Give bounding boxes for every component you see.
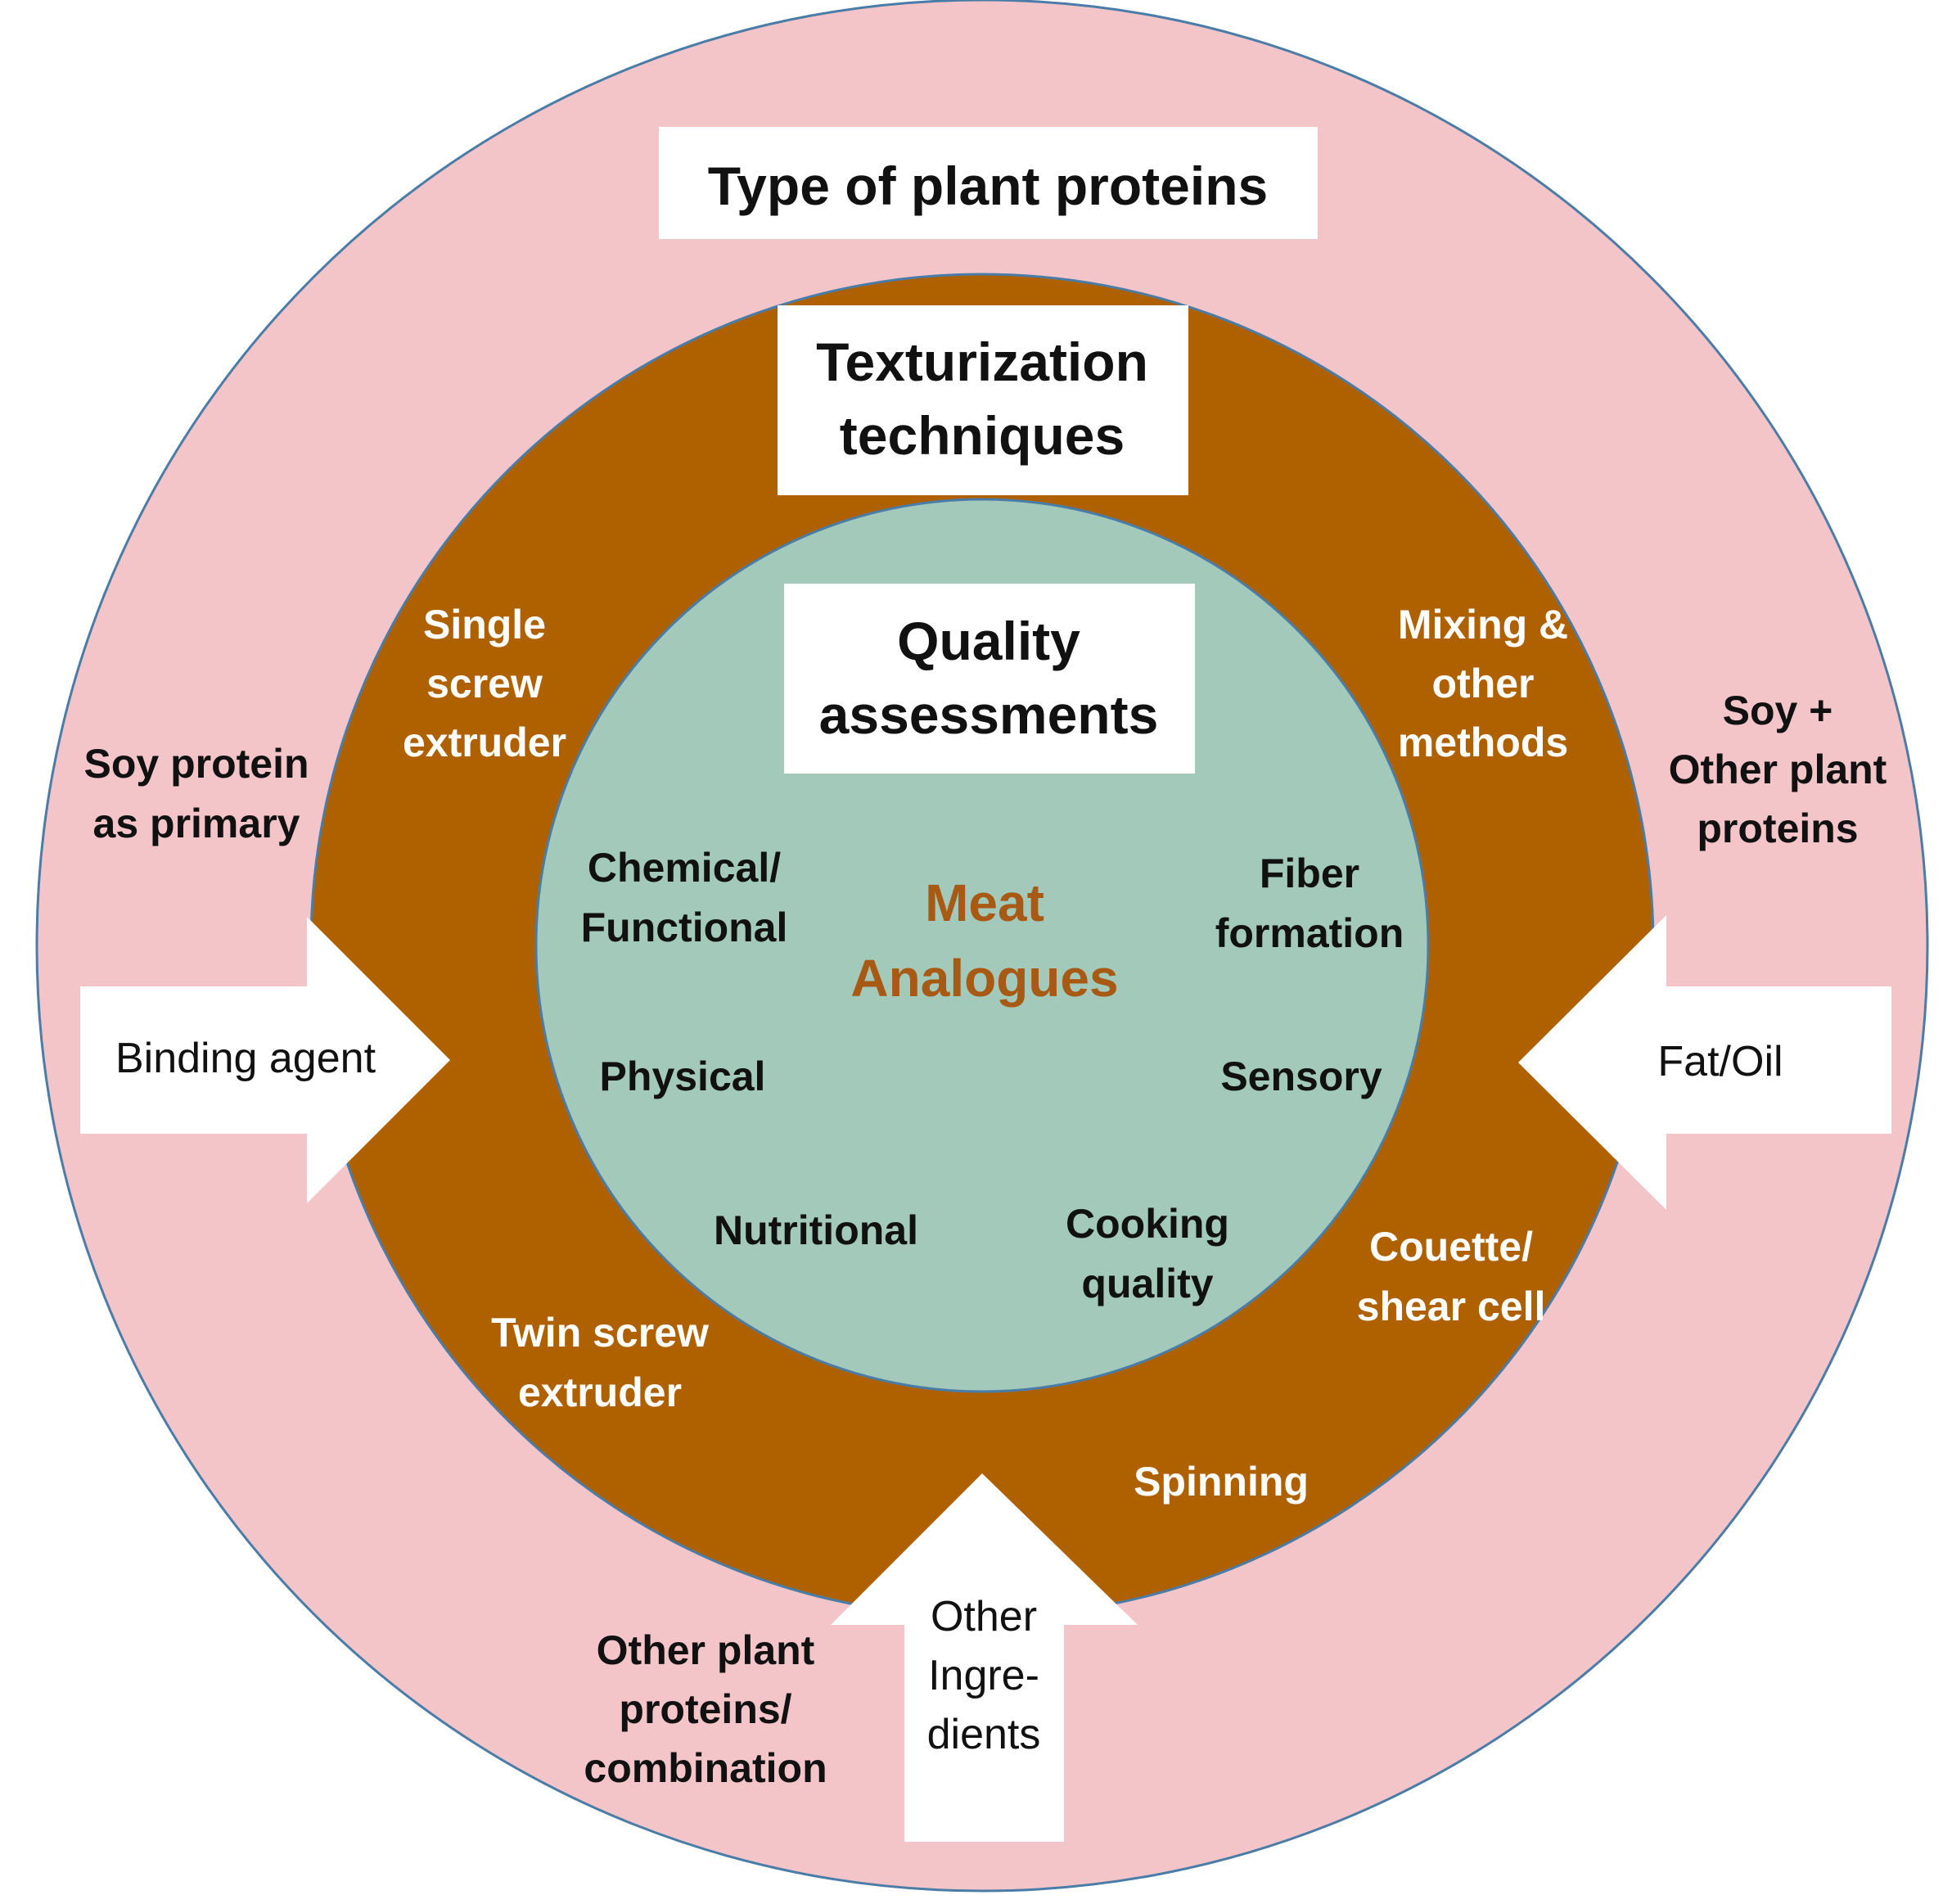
- label-line: methods: [1398, 720, 1568, 765]
- binding-agent-arrow: [80, 917, 450, 1203]
- other-ingredients-arrow: [831, 1473, 1138, 1842]
- outer-item-other-plant-proteins: Other plant proteins/combination: [584, 1627, 827, 1791]
- label-line: Couette/: [1369, 1224, 1533, 1270]
- technique-couette: Couette/shear cell: [1357, 1224, 1546, 1329]
- label-line: Physical: [600, 1054, 766, 1099]
- label-line: proteins: [1697, 805, 1858, 851]
- label-line: Meat: [925, 873, 1044, 932]
- inner-circle-quality: [534, 498, 1430, 1393]
- label-line: other: [1432, 661, 1535, 706]
- label-line: Cooking: [1066, 1201, 1229, 1247]
- fat-oil-arrow: [1518, 915, 1891, 1210]
- label-line: Quality: [897, 611, 1080, 671]
- label-line: Other: [931, 1593, 1037, 1640]
- technique-mixing: Mixing & other methods: [1398, 602, 1568, 765]
- outer-item-soy-other: Soy + Other plant proteins: [1669, 688, 1887, 851]
- label-line: Functional: [581, 905, 788, 950]
- label-line: Nutritional: [714, 1207, 918, 1253]
- inner-title-box: [784, 584, 1195, 774]
- outer-ring-title: Type of plant proteins: [708, 156, 1268, 216]
- label-line: combination: [584, 1745, 827, 1791]
- technique-twin-screw: Twin screw extruder: [491, 1310, 709, 1415]
- label-line: extruder: [403, 720, 566, 765]
- label-line: Fat/Oil: [1657, 1038, 1783, 1085]
- quality-cooking: Cooking quality: [1066, 1201, 1229, 1306]
- label-line: Single: [423, 602, 546, 647]
- label-line: Chemical/: [588, 845, 781, 891]
- label-line: as primary: [93, 801, 300, 846]
- middle-ring-title: Texturization techniques: [816, 332, 1148, 466]
- technique-spinning: Spinning: [1134, 1459, 1309, 1505]
- label-line: Spinning: [1134, 1459, 1309, 1505]
- label-line: Mixing &: [1398, 602, 1568, 647]
- label-line: quality: [1081, 1261, 1213, 1306]
- technique-single-screw: Single screw extruder: [403, 602, 566, 765]
- label-line: shear cell: [1357, 1284, 1546, 1329]
- arrow-label-fat-oil: Fat/Oil: [1657, 1038, 1783, 1085]
- label-line: Soy +: [1723, 688, 1833, 733]
- label-line: dients: [927, 1711, 1041, 1758]
- label-line: formation: [1215, 910, 1404, 956]
- label-line: assessments: [819, 684, 1159, 745]
- label-line: Other plant: [597, 1627, 815, 1673]
- label-line: techniques: [840, 405, 1125, 466]
- label-line: Twin screw: [491, 1310, 709, 1356]
- label-line: Fiber: [1260, 850, 1359, 896]
- inner-circle-title: Quality assessments: [819, 611, 1159, 745]
- label-line: screw: [426, 661, 543, 706]
- label-line: Texturization: [816, 332, 1148, 392]
- label-line: proteins/: [619, 1686, 791, 1732]
- label-line: Ingre-: [928, 1652, 1039, 1699]
- label-line: Binding agent: [115, 1035, 376, 1082]
- arrow-label-binding-agent: Binding agent: [115, 1035, 376, 1082]
- label-line: Analogues: [850, 949, 1118, 1008]
- label-line: extruder: [518, 1369, 682, 1415]
- middle-title-box: [778, 305, 1188, 495]
- quality-chemical: Chemical/Functional: [581, 845, 788, 950]
- outer-item-soy-primary: Soy protein as primary: [83, 741, 309, 846]
- quality-fiber: Fiber formation: [1215, 850, 1404, 956]
- label-line: Other plant: [1669, 747, 1887, 792]
- label-line: Sensory: [1220, 1054, 1382, 1099]
- label-line: Soy protein: [83, 741, 309, 787]
- outer-title-box: [659, 127, 1318, 239]
- quality-sensory: Sensory: [1220, 1054, 1382, 1099]
- quality-physical: Physical: [600, 1054, 766, 1099]
- quality-nutritional: Nutritional: [714, 1207, 918, 1253]
